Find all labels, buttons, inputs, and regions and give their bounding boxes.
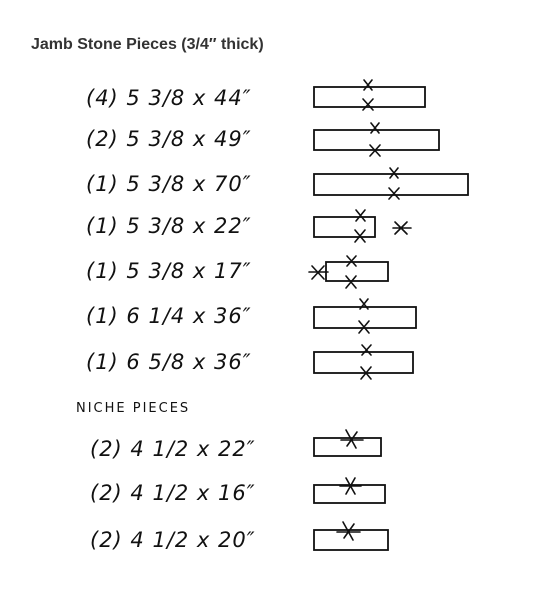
page-title: Jamb Stone Pieces (3/4″ thick)	[31, 36, 264, 53]
piece-line: (1) 5 3/8 x 17″	[86, 259, 252, 283]
section-label: NICHE PIECES	[76, 401, 191, 416]
niche-piece-sketch	[313, 521, 389, 551]
piece-sketch	[313, 122, 440, 157]
niche-piece-line: (2) 4 1/2 x 16″	[90, 481, 256, 505]
piece-line: (1) 5 3/8 x 70″	[86, 172, 252, 196]
piece-sketch	[313, 209, 412, 243]
piece-sketch	[313, 167, 469, 200]
piece-sketch	[313, 298, 417, 334]
piece-line: (1) 6 1/4 x 36″	[86, 304, 252, 328]
piece-line: (1) 6 5/8 x 36″	[86, 350, 252, 374]
niche-piece-sketch	[313, 429, 382, 457]
piece-sketch	[308, 255, 389, 289]
niche-piece-line: (2) 4 1/2 x 20″	[90, 528, 256, 552]
piece-line: (2) 5 3/8 x 49″	[86, 127, 252, 151]
piece-line: (1) 5 3/8 x 22″	[86, 214, 252, 238]
piece-sketch	[313, 79, 426, 111]
piece-line: (4) 5 3/8 x 44″	[86, 86, 252, 110]
niche-piece-sketch	[313, 477, 386, 504]
niche-piece-line: (2) 4 1/2 x 22″	[90, 437, 256, 461]
piece-sketch	[313, 344, 414, 380]
